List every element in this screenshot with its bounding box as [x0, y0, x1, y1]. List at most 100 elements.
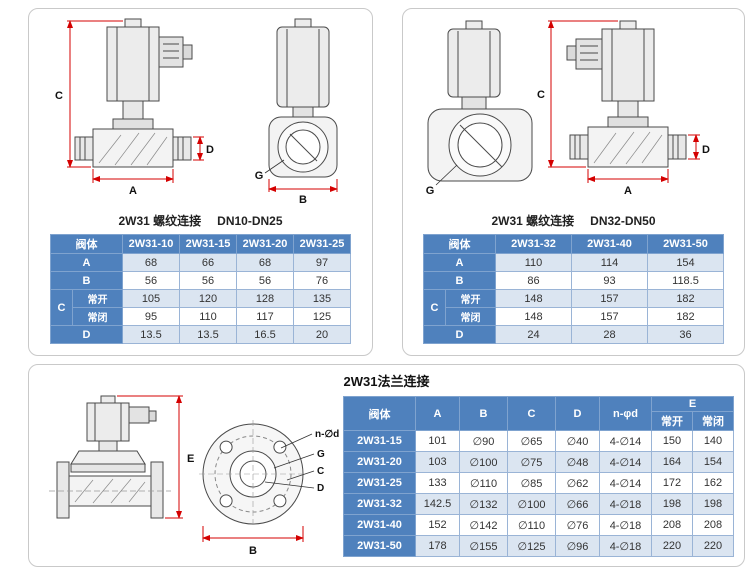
leader-label-nd: n-∅d	[315, 429, 339, 440]
spec-cell: ∅75	[507, 451, 556, 473]
column-header: 阀体	[50, 234, 123, 254]
spec-cell: ∅100	[507, 493, 556, 515]
hatch-lines	[98, 132, 167, 166]
spec-cell: 208	[651, 514, 693, 536]
spec-cell: 13.5	[179, 325, 237, 344]
flanged-valve-side-view	[56, 395, 164, 519]
column-header: 2W31-10	[122, 234, 180, 254]
table-row: D 13.5 13.5 16.5 20	[50, 325, 351, 344]
spec-cell: 220	[692, 535, 734, 557]
flange-title: 2W31法兰连接	[343, 374, 430, 389]
row-header: C	[423, 289, 446, 326]
spec-cell: 128	[236, 289, 294, 308]
spec-cell: 133	[415, 472, 460, 494]
row-header: B	[50, 271, 123, 290]
spec-cell: 13.5	[122, 325, 180, 344]
spec-cell: 117	[236, 307, 294, 326]
leader-label-d: D	[317, 483, 324, 494]
dimension-lines-b	[267, 179, 338, 192]
spec-cell: 154	[647, 253, 724, 272]
caption-range: DN32-DN50	[590, 214, 656, 228]
table-row: 2W31-15 101 ∅90 ∅65 ∅40 4-∅14 150 140	[343, 430, 734, 452]
dim-label-g: G	[254, 170, 263, 182]
spec-cell: ∅40	[555, 430, 600, 452]
spec-cell: 114	[571, 253, 648, 272]
table-row: 2W31-32 142.5 ∅132 ∅100 ∅66 4-∅18 198 19…	[343, 493, 734, 515]
row-header: A	[50, 253, 123, 272]
spec-cell: ∅125	[507, 535, 556, 557]
dim-label-b: B	[299, 194, 307, 206]
spec-cell: 178	[415, 535, 460, 557]
spec-cell: 95	[122, 307, 180, 326]
spec-cell: 24	[495, 325, 572, 344]
dimension-lines	[66, 20, 204, 183]
drawing-threaded-large: G	[425, 20, 710, 197]
spec-cell: ∅90	[459, 430, 508, 452]
column-header: 阀体	[343, 396, 416, 431]
spec-cell: 182	[647, 289, 724, 308]
spec-cell: 198	[692, 493, 734, 515]
spec-cell: 86	[495, 271, 572, 290]
spec-cell: 4-∅14	[599, 451, 652, 473]
dim-label-a: A	[624, 185, 632, 197]
drawing-flanged: E	[49, 395, 339, 557]
row-subheader: 常开	[445, 289, 496, 308]
spec-cell: 68	[236, 253, 294, 272]
valve-side-view	[74, 18, 192, 168]
spec-cell: 182	[647, 307, 724, 326]
spec-cell: 4-∅14	[599, 472, 652, 494]
hatch-lines	[74, 478, 146, 504]
column-header: C	[507, 396, 556, 431]
spec-cell: ∅85	[507, 472, 556, 494]
dimension-lines-e	[117, 395, 183, 519]
spec-cell: 208	[692, 514, 734, 536]
row-subheader: 常闭	[445, 307, 496, 326]
spec-cell: ∅142	[459, 514, 508, 536]
spec-cell: 148	[495, 289, 572, 308]
spec-cell: 4-∅18	[599, 493, 652, 515]
column-header: 2W31-50	[647, 234, 724, 254]
spec-cell: 198	[651, 493, 693, 515]
column-header: n-φd	[599, 396, 652, 431]
table-row: D 24 28 36	[423, 325, 724, 344]
column-header: 2W31-40	[571, 234, 648, 254]
row-subheader: 常开	[72, 289, 123, 308]
spec-cell: 118.5	[647, 271, 724, 290]
column-header: 2W31-32	[495, 234, 572, 254]
spec-cell: 36	[647, 325, 724, 344]
spec-cell: 162	[692, 472, 734, 494]
row-header: A	[423, 253, 496, 272]
spec-cell: 150	[651, 430, 693, 452]
spec-cell: 135	[293, 289, 351, 308]
column-subheader: 常闭	[692, 411, 734, 431]
spec-cell: 20	[293, 325, 351, 344]
flange-content: E	[29, 390, 744, 568]
panel-flange: 2W31法兰连接	[28, 364, 745, 567]
table-row: 2W31-20 103 ∅100 ∅75 ∅48 4-∅14 164 154	[343, 451, 734, 473]
table-row: 2W31-50 178 ∅155 ∅125 ∅96 4-∅18 220 220	[343, 535, 734, 557]
hatch-lines	[593, 131, 662, 165]
table-row: 2W31-25 133 ∅110 ∅85 ∅62 4-∅14 172 162	[343, 472, 734, 494]
leader-lines	[264, 433, 315, 489]
spec-cell: ∅76	[555, 514, 600, 536]
column-header: 2W31-25	[293, 234, 351, 254]
row-header: 2W31-32	[343, 493, 416, 515]
spec-cell: 105	[122, 289, 180, 308]
spec-cell: 56	[179, 271, 237, 290]
spec-cell: ∅132	[459, 493, 508, 515]
dim-label-c: C	[537, 89, 545, 101]
row-header: 2W31-25	[343, 472, 416, 494]
row-header: D	[423, 325, 496, 344]
spec-cell: 97	[293, 253, 351, 272]
valve-front-view	[427, 20, 532, 182]
spec-cell: 66	[179, 253, 237, 272]
g-leader-line	[435, 164, 457, 186]
spec-cell: 110	[179, 307, 237, 326]
g-leader-line	[264, 159, 284, 174]
spec-cell: ∅110	[459, 472, 508, 494]
spec-cell: ∅96	[555, 535, 600, 557]
spec-cell: 56	[122, 271, 180, 290]
table-row: C 常开 105 120 128 135	[50, 289, 351, 326]
